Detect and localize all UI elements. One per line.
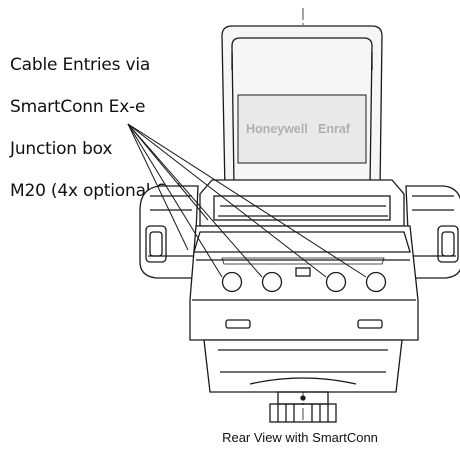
brand-enraf: Enraf: [318, 122, 351, 136]
smartconn-junction-box: [189, 225, 419, 341]
callout-line-2: SmartConn Ex-e: [10, 97, 146, 117]
cable-entry-2: [261, 271, 283, 293]
cable-entry-3: [325, 271, 347, 293]
callout-line-3: Junction box: [10, 139, 113, 159]
callout-line-1: Cable Entries via: [10, 55, 151, 75]
callout-leader-lines: [127, 123, 367, 278]
housing-collar: [199, 179, 405, 227]
cable-entry-1: [221, 271, 243, 293]
figure-caption: Rear View with SmartConn: [222, 430, 378, 445]
display-panel: [221, 25, 383, 191]
left-bracket: [139, 185, 199, 279]
cable-entries: [221, 267, 387, 293]
brand-honeywell: Honeywell: [246, 122, 308, 136]
bottom-connector: [269, 391, 337, 423]
lower-body: [203, 319, 403, 393]
right-bracket: [405, 185, 460, 279]
cable-entry-4: [365, 271, 387, 293]
